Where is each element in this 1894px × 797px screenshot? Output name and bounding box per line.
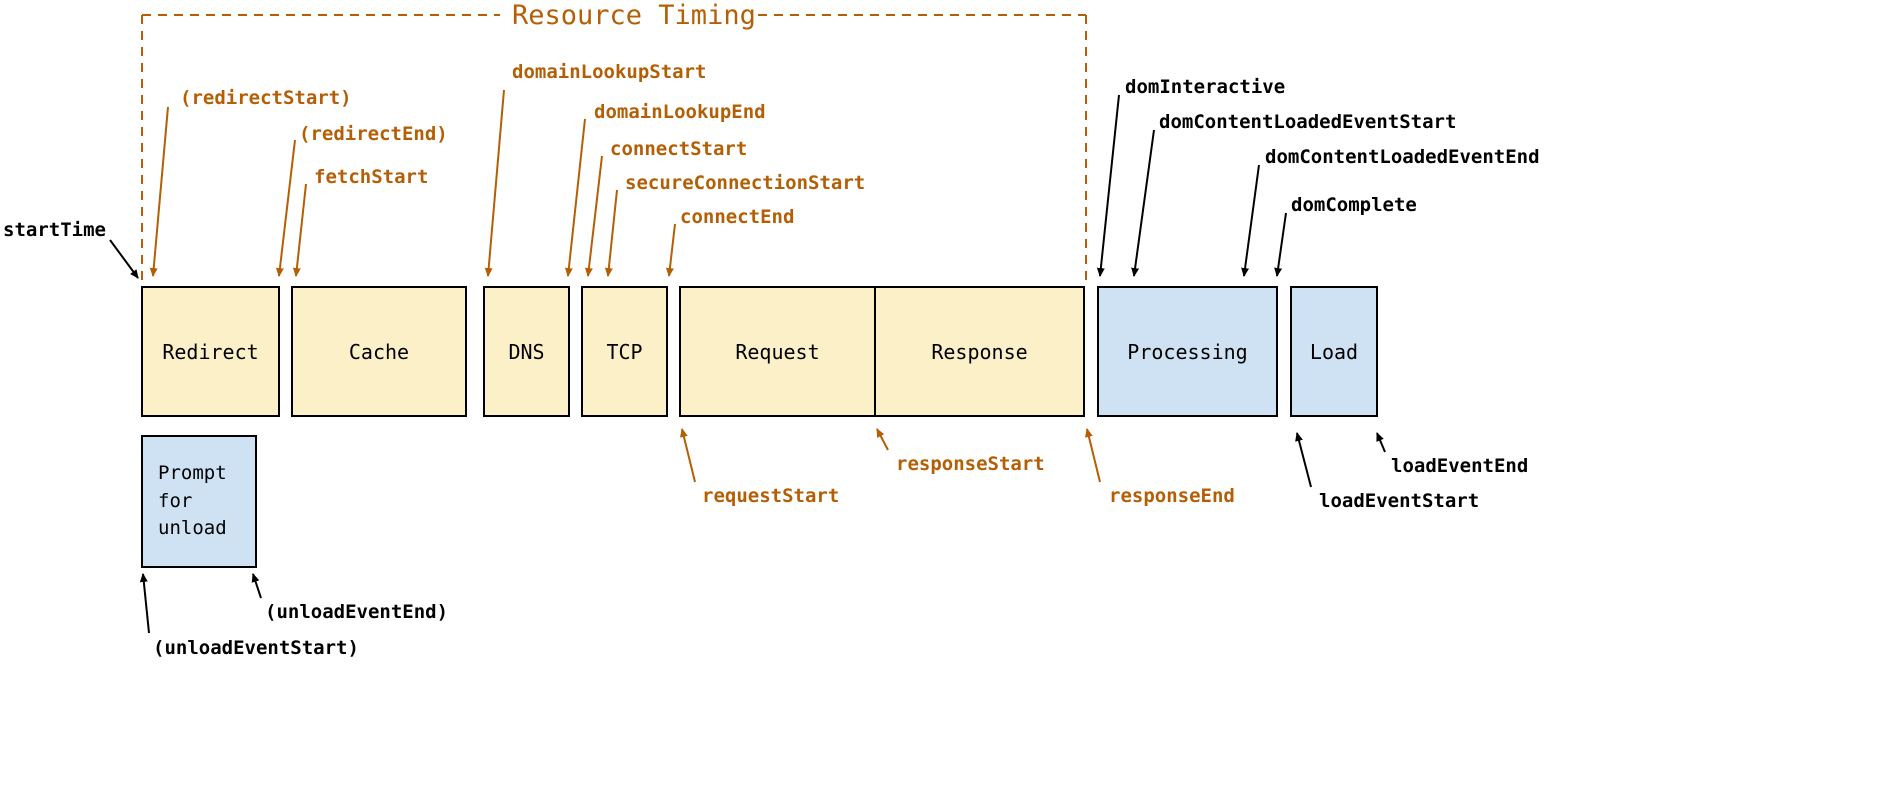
arrow-load-event-end bbox=[1376, 432, 1386, 453]
phase-box-request: Request bbox=[679, 286, 876, 417]
marker-label-dom-complete: domComplete bbox=[1291, 194, 1417, 216]
marker-label-response-start: responseStart bbox=[896, 453, 1045, 475]
marker-label-redirect-end: (redirectEnd) bbox=[299, 123, 448, 145]
marker-label-unload-event-start: (unloadEventStart) bbox=[153, 637, 359, 659]
arrow-redirect-end bbox=[275, 139, 296, 277]
marker-label-dom-interactive: domInteractive bbox=[1125, 76, 1286, 98]
arrow-secure-connection-start bbox=[604, 189, 618, 277]
arrow-dom-complete bbox=[1274, 212, 1287, 277]
arrow-dom-content-loaded-event-end bbox=[1241, 164, 1260, 277]
arrow-connect-start bbox=[584, 155, 603, 277]
arrow-fetch-start bbox=[292, 183, 307, 277]
prompt-for-unload-box: Prompt for unload bbox=[141, 435, 257, 568]
marker-label-load-event-start: loadEventStart bbox=[1319, 490, 1480, 512]
resource-timing-title: Resource Timing bbox=[512, 0, 756, 31]
phase-box-tcp: TCP bbox=[581, 286, 668, 417]
phase-box-response: Response bbox=[874, 286, 1085, 417]
arrow-dom-content-loaded-event-start bbox=[1131, 129, 1155, 277]
marker-label-fetch-start: fetchStart bbox=[314, 166, 429, 188]
marker-label-response-end: responseEnd bbox=[1109, 485, 1235, 507]
phase-box-cache: Cache bbox=[291, 286, 467, 417]
phase-box-processing: Processing bbox=[1097, 286, 1278, 417]
arrow-domain-lookup-start bbox=[484, 89, 505, 277]
marker-label-dom-content-loaded-event-end: domContentLoadedEventEnd bbox=[1265, 146, 1540, 168]
marker-label-domain-lookup-end: domainLookupEnd bbox=[594, 101, 766, 123]
arrow-connect-end bbox=[665, 223, 676, 277]
arrow-request-start bbox=[680, 428, 696, 483]
marker-label-connect-start: connectStart bbox=[610, 138, 748, 160]
marker-label-request-start: requestStart bbox=[702, 485, 840, 507]
marker-label-load-event-end: loadEventEnd bbox=[1391, 455, 1529, 477]
arrow-unload-event-end bbox=[251, 573, 262, 599]
phase-box-load: Load bbox=[1290, 286, 1378, 417]
arrow-dom-interactive bbox=[1096, 94, 1120, 277]
arrow-load-event-start bbox=[1295, 432, 1312, 488]
arrow-start-time bbox=[109, 239, 139, 279]
phase-box-redirect: Redirect bbox=[141, 286, 280, 417]
marker-label-secure-connection-start: secureConnectionStart bbox=[625, 172, 866, 194]
arrow-domain-lookup-end bbox=[564, 118, 586, 277]
arrow-response-start bbox=[876, 428, 889, 451]
arrow-response-end bbox=[1085, 428, 1101, 483]
marker-label-redirect-start: (redirectStart) bbox=[180, 87, 352, 109]
arrow-unload-event-start bbox=[139, 573, 150, 634]
marker-label-unload-event-end: (unloadEventEnd) bbox=[265, 601, 449, 623]
marker-label-domain-lookup-start: domainLookupStart bbox=[512, 61, 707, 83]
phase-box-dns: DNS bbox=[483, 286, 570, 417]
marker-label-start-time: startTime bbox=[3, 219, 106, 241]
marker-label-dom-content-loaded-event-start: domContentLoadedEventStart bbox=[1159, 111, 1457, 133]
arrow-redirect-start bbox=[149, 106, 169, 277]
marker-label-connect-end: connectEnd bbox=[680, 206, 795, 228]
